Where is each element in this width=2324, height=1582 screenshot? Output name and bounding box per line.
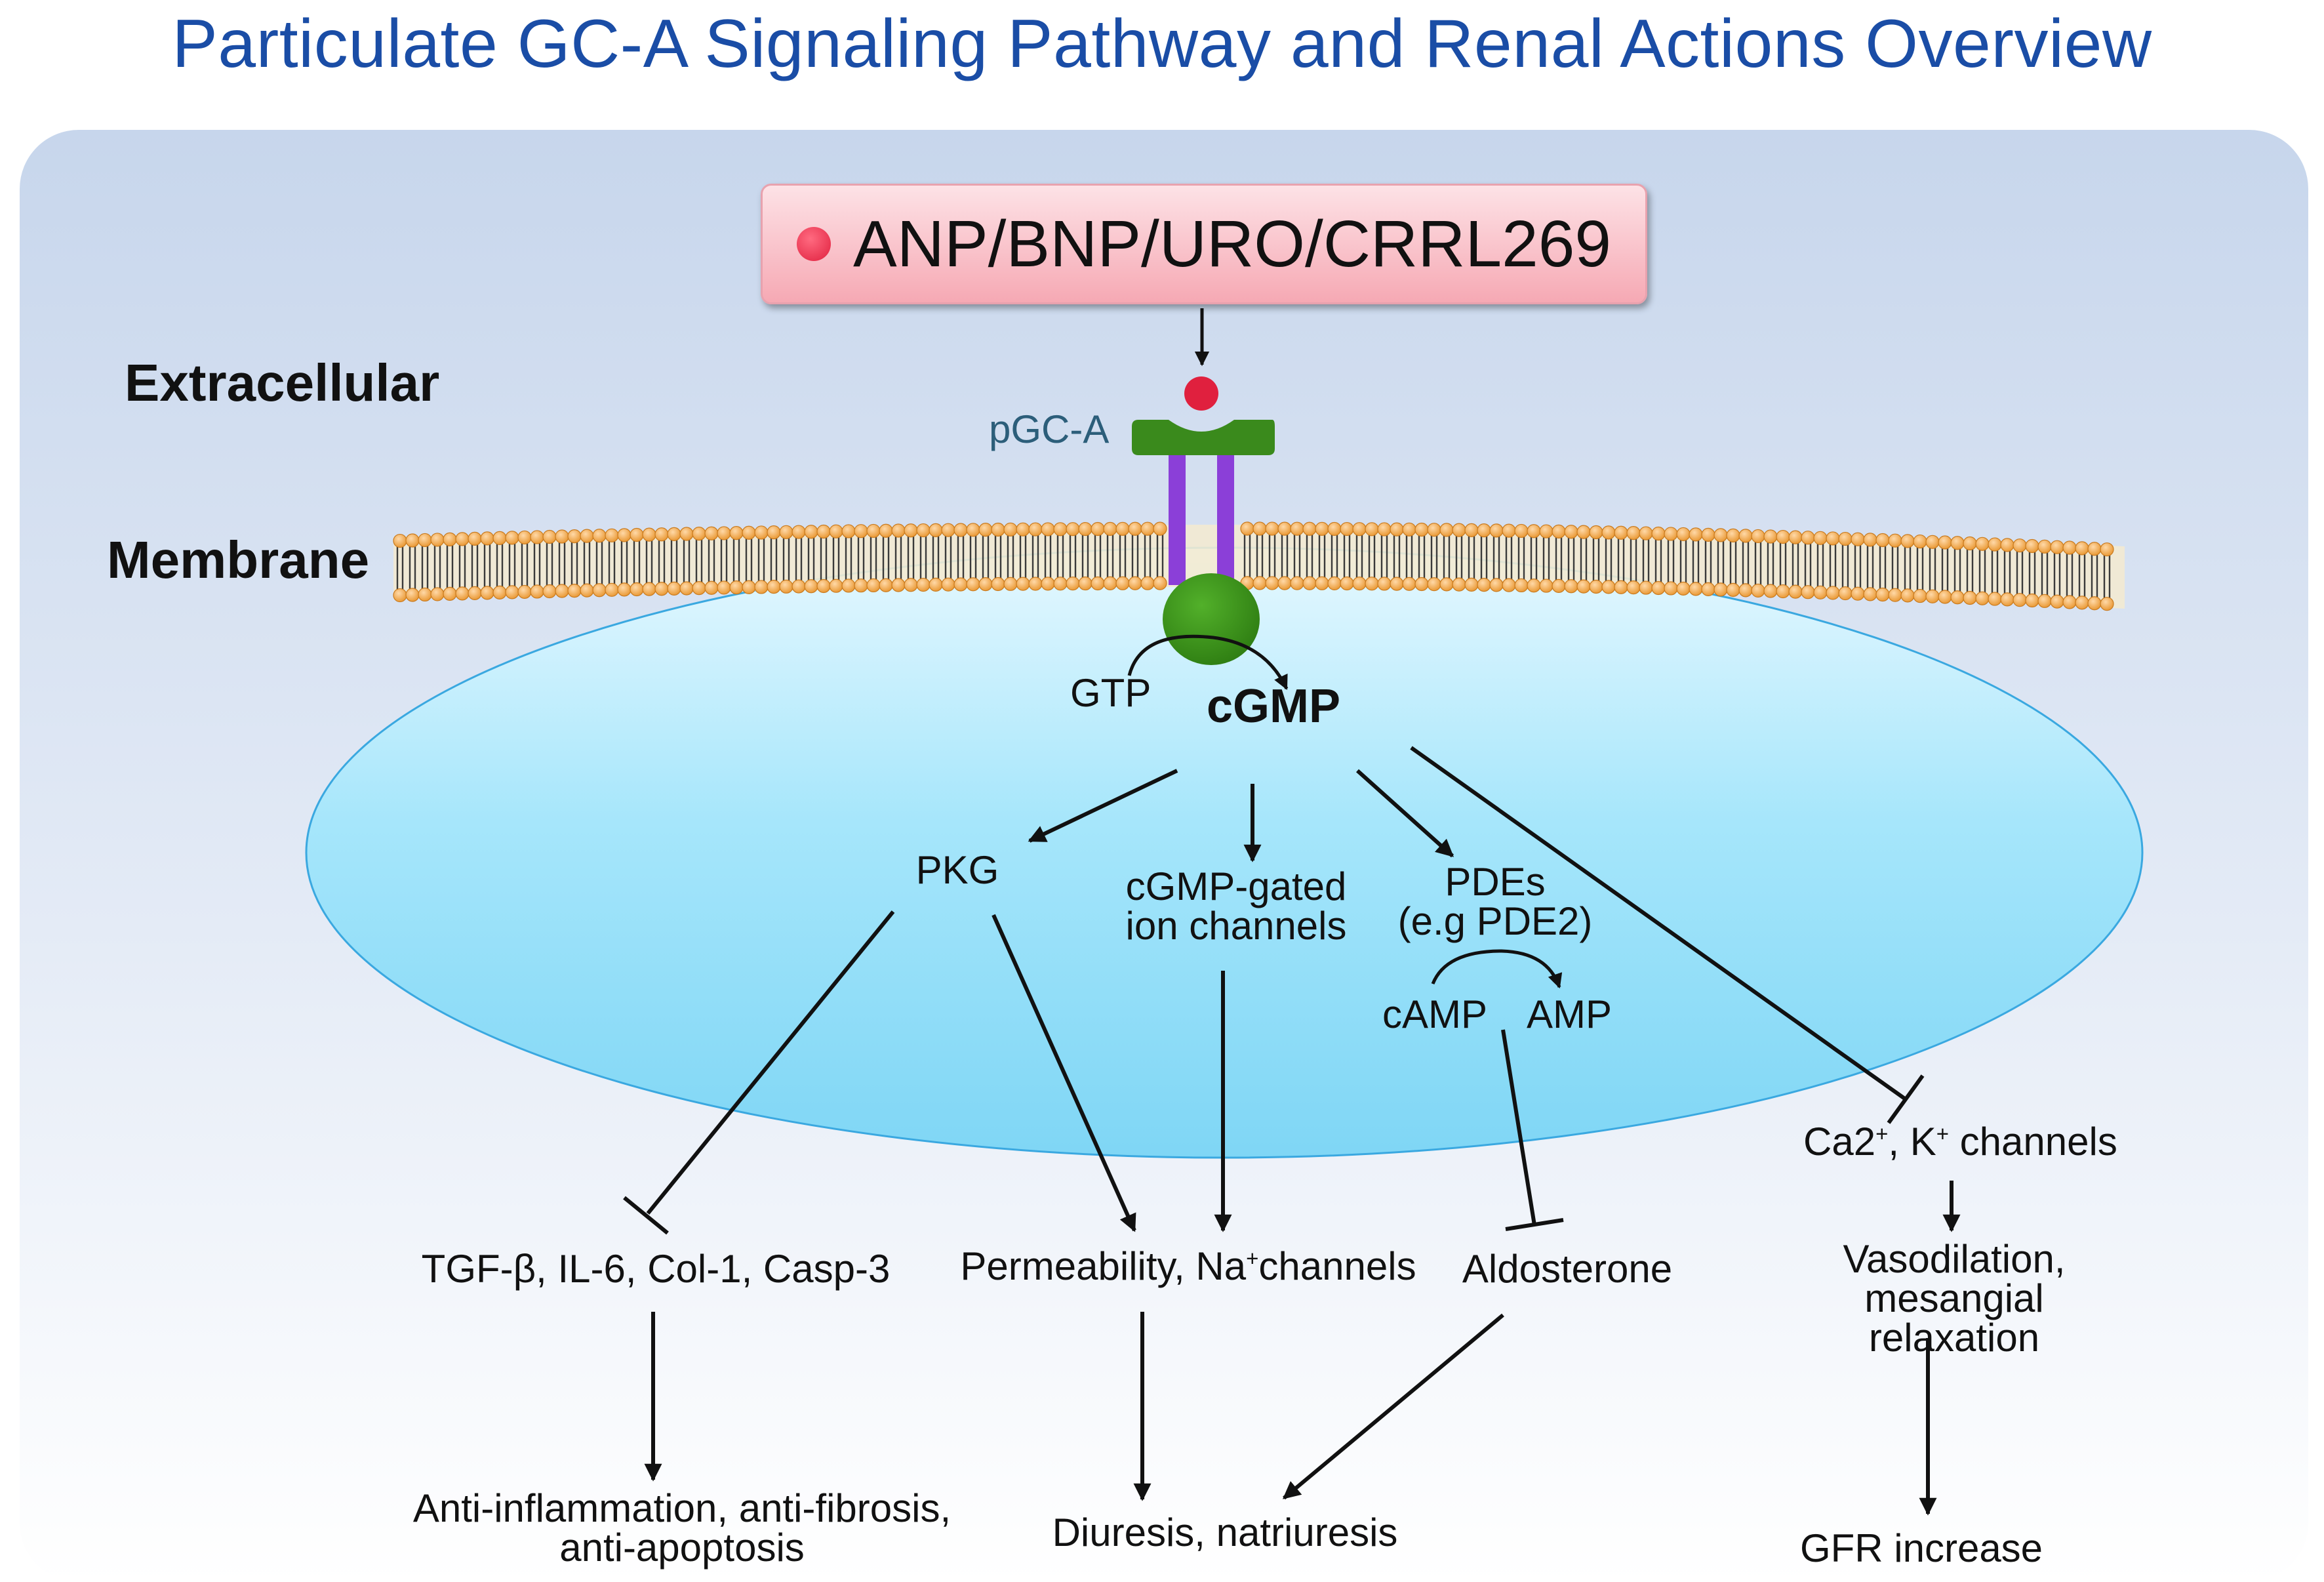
arrow-pkg-permeability <box>992 914 1136 1232</box>
diagram-title: Particulate GC-A Signaling Pathway and R… <box>172 6 2152 82</box>
extracellular-label: Extracellular <box>125 354 440 412</box>
arrow-camp-amp <box>1431 949 1563 989</box>
ligand-box: ANP/BNP/URO/CRRL269 <box>761 184 1647 304</box>
inhibit-pde-aldosterone <box>1501 1029 1536 1226</box>
arrow-cgmp-pdes <box>1355 769 1454 858</box>
arrow-cgmp-pkg <box>1028 769 1178 843</box>
ligand-dot-icon <box>1184 376 1218 411</box>
ca-k-channels-label: Ca2+, K+ channels <box>1803 1120 2117 1164</box>
anti-inflammation-label: Anti-inflammation, anti-fibrosis, anti-a… <box>412 1486 952 1570</box>
lipid-bilayer-icon <box>393 521 2125 611</box>
gtp-label: GTP <box>1070 671 1152 715</box>
camp-label: cAMP <box>1382 992 1488 1036</box>
ligand-dot-icon <box>797 227 831 261</box>
diuresis-label: Diuresis, natriuresis <box>1052 1511 1398 1554</box>
gfr-label: GFR increase <box>1799 1526 2043 1570</box>
pdes-label: PDEs (e.g PDE2) <box>1397 860 1593 943</box>
inhibit-pkg-tgf <box>646 910 895 1215</box>
pkg-label: PKG <box>915 848 999 892</box>
cng-channels-label: cGMP-gated ion channels <box>1125 864 1347 948</box>
arrow-gtp-cgmp <box>1127 634 1289 691</box>
inhibit-cgmp-channels <box>1410 746 1907 1101</box>
receptor-label: pGC-A <box>989 407 1110 451</box>
ligand-label: ANP/BNP/URO/CRRL269 <box>853 207 1611 281</box>
vasodilation-label: Vasodilation, mesangial relaxation <box>1843 1237 2066 1360</box>
aldosterone-label: Aldosterone <box>1462 1247 1673 1291</box>
tgf-label: TGF-β, IL-6, Col-1, Casp-3 <box>421 1247 891 1291</box>
cgmp-label: cGMP <box>1207 680 1341 733</box>
permeability-label: Permeability, Na+channels <box>960 1244 1416 1288</box>
membrane-label: Membrane <box>107 531 370 589</box>
amp-label: AMP <box>1527 992 1613 1036</box>
arrow-aldosterone-diuresis <box>1282 1313 1504 1500</box>
